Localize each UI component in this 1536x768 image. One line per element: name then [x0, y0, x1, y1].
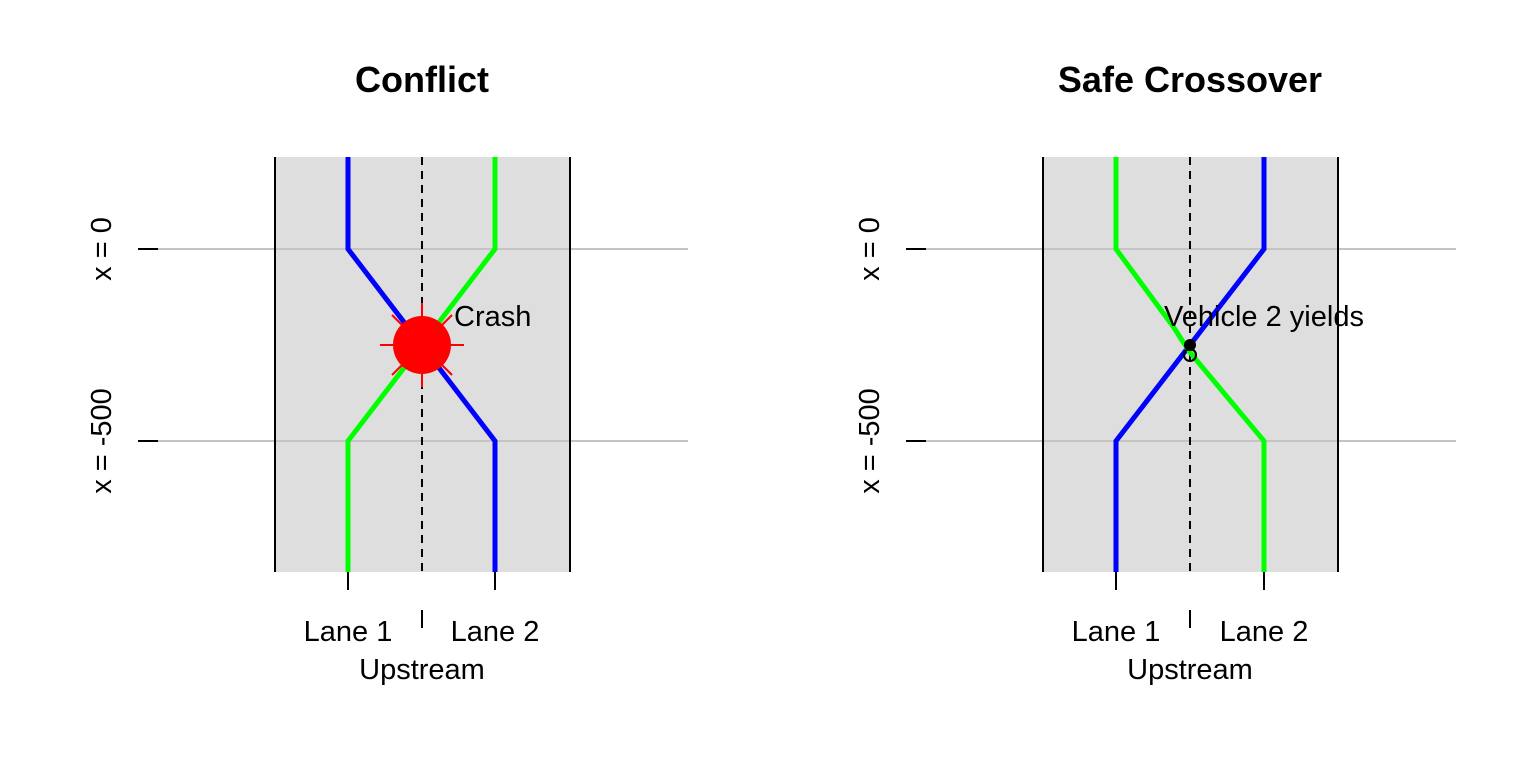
- lane-label: Lane 2: [451, 616, 540, 648]
- panel-title: Conflict: [355, 59, 489, 100]
- vehicle-path-green: [1113, 157, 1267, 572]
- crash-marker: [380, 303, 464, 387]
- y-tick-label: x = -500: [86, 388, 118, 494]
- y-tick-label: x = 0: [854, 217, 886, 281]
- lane-label: Lane 1: [304, 616, 393, 648]
- crash-annotation: Crash: [454, 301, 531, 333]
- panel-title: Safe Crossover: [1058, 59, 1322, 100]
- panel-safe-crossover: Safe Crossover Vehicle 2 yields x = 0 x …: [854, 59, 1456, 686]
- lane-label: Lane 2: [1220, 616, 1309, 648]
- y-tick-label: x = -500: [854, 388, 886, 494]
- road-surface: [1043, 157, 1338, 572]
- x-axis-label: Upstream: [359, 654, 485, 686]
- x-axis-label: Upstream: [1127, 654, 1253, 686]
- lane-label: Lane 1: [1072, 616, 1161, 648]
- yield-point-marker: [1184, 339, 1196, 351]
- y-tick-label: x = 0: [86, 217, 118, 281]
- yield-annotation: Vehicle 2 yields: [1164, 301, 1364, 333]
- panel-conflict: Conflict Crash x = 0 x = -500: [86, 59, 688, 686]
- yield-point-open-marker: [1183, 348, 1197, 362]
